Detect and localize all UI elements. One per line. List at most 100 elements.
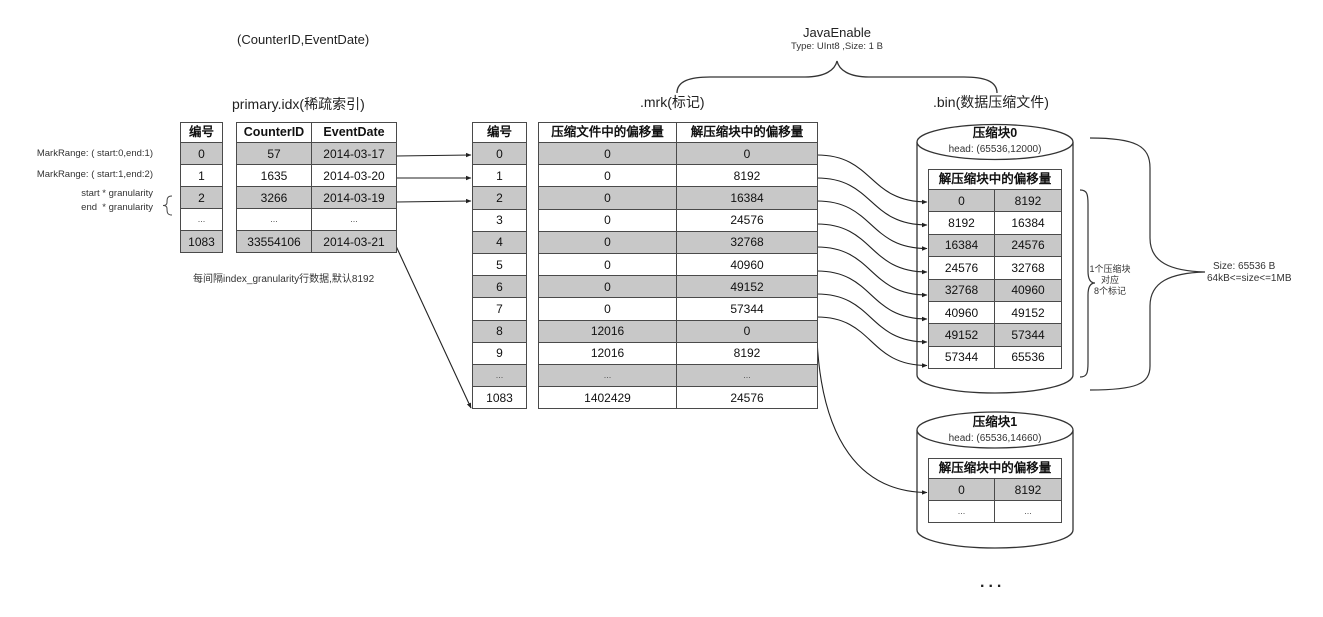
block-1-head: head: (65536,14660) <box>948 433 1042 444</box>
block-1-title: 压缩块1 <box>972 415 1018 429</box>
range-start-cell: 0 <box>928 478 995 501</box>
mark-number: 5 <box>472 252 527 277</box>
idx-to-mrk-arrow-0 <box>395 152 472 158</box>
table-row: ... <box>472 363 527 388</box>
mark-number: ... <box>180 208 223 231</box>
table-row: 9 <box>472 341 527 365</box>
bin-title: .bin(数据压缩文件) <box>933 94 1049 110</box>
event-date-cell: 2014-03-20 <box>311 164 397 187</box>
mrk-to-block-arrow-2 <box>816 200 928 251</box>
file-offset-cell: 0 <box>538 252 677 277</box>
primary-idx-title: primary.idx(稀疏索引) <box>232 96 365 112</box>
column-brace <box>676 60 998 94</box>
block-offset-cell: 24576 <box>676 386 818 410</box>
mrk-to-block-arrow-7 <box>816 316 928 368</box>
mark-number: 1083 <box>180 230 223 253</box>
sort-key-label: (CounterID,EventDate) <box>237 32 370 47</box>
block-offset-cell: 57344 <box>676 297 818 321</box>
table-row: 1 <box>472 164 527 188</box>
file-offset-cell: 0 <box>538 208 677 232</box>
event-date-cell: ... <box>311 208 397 231</box>
range-end-cell: 49152 <box>993 300 1063 325</box>
granularity-brace <box>162 195 173 216</box>
block-mark-note-line-3: 8个标记 <box>1093 286 1127 296</box>
table-row: 3 <box>472 208 527 232</box>
event-date-cell: 2014-03-21 <box>311 230 397 253</box>
block-offset-cell: 40960 <box>676 252 818 277</box>
mark-number: 7 <box>472 297 527 321</box>
column-type-info: Type: UInt8 ,Size: 1 B <box>791 41 883 52</box>
range-start-cell: 49152 <box>928 323 995 347</box>
mrk-to-block-arrow-5 <box>816 270 928 322</box>
mark-number: 1 <box>180 164 223 187</box>
granularity-start-label: start * granularity <box>81 188 153 199</box>
index-granularity-note: 每间隔index_granularity行数据,默认8192 <box>193 274 375 285</box>
mrk-to-block1-arrow-8 <box>816 339 928 495</box>
block-offset-cell: 0 <box>676 319 818 343</box>
file-offset-cell: 0 <box>538 186 677 210</box>
file-offset-cell: 0 <box>538 164 677 188</box>
table-row: 1083 <box>180 230 223 253</box>
table-row: 4 <box>472 230 527 254</box>
block-offset-cell: 16384 <box>676 186 818 210</box>
range-start-cell: 8192 <box>928 211 995 235</box>
table-row: 8 <box>472 319 527 343</box>
mark-number: 2 <box>472 186 527 210</box>
block-offset-cell: ... <box>676 363 818 388</box>
block-offset-cell: 32768 <box>676 230 818 254</box>
mark-number: 0 <box>472 141 527 166</box>
cylinder-0-top <box>916 123 1074 161</box>
block-offset-cell: 0 <box>676 141 818 166</box>
block-size-range: 64kB<=size<=1MB <box>1207 273 1292 284</box>
mark-number: 2 <box>180 186 223 209</box>
block-1-table-header: 解压缩块中的偏移量 <box>927 458 1063 479</box>
mrk-to-block-arrow-0 <box>816 154 928 205</box>
granularity-end-label: end * granularity <box>81 202 153 213</box>
block-size-brace <box>1089 137 1206 391</box>
table-row: 1 <box>180 164 223 187</box>
number-header: 编号 <box>180 122 223 143</box>
block-offset-cell: 8192 <box>676 341 818 365</box>
file-offset-cell: 0 <box>538 297 677 321</box>
mark-number: 8 <box>472 319 527 343</box>
more-blocks-ellipsis: ... <box>980 574 1006 591</box>
mark-number: 1083 <box>472 386 527 410</box>
range-start-cell: 0 <box>928 188 995 213</box>
range-end-cell: 8192 <box>993 478 1063 501</box>
mark-number: 4 <box>472 230 527 254</box>
range-end-cell: 57344 <box>993 323 1063 347</box>
mark-number: 3 <box>472 208 527 232</box>
range-end-cell: 32768 <box>993 256 1063 280</box>
table-row: ...... <box>538 363 818 388</box>
table-row: ... <box>180 208 223 231</box>
mark-number: ... <box>472 363 527 388</box>
counter-id-cell: ... <box>236 208 312 231</box>
range-start-cell: 32768 <box>928 278 995 302</box>
block-0-table-header: 解压缩块中的偏移量 <box>927 169 1063 190</box>
counter-id-cell: 1635 <box>236 164 312 187</box>
mrk-to-block-arrow-6 <box>816 293 928 345</box>
block-0-head: head: (65536,12000) <box>948 144 1042 155</box>
table-row: 0 <box>472 141 527 166</box>
table-row: 5 <box>472 252 527 277</box>
block-offset-header: 解压缩块中的偏移量 <box>676 122 818 143</box>
range-start-cell: ... <box>928 500 995 523</box>
block-offset-cell: 49152 <box>676 275 818 299</box>
